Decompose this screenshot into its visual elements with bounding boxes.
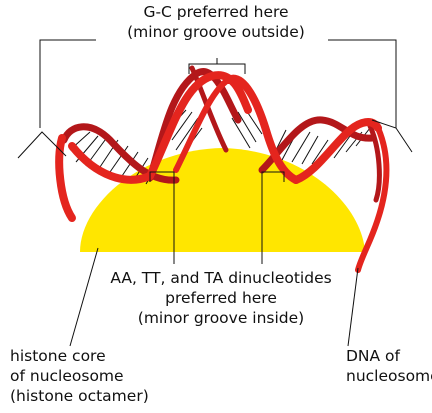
at-label-line-1: AA, TT, and TA dinucleotides xyxy=(96,268,346,288)
dna-label: DNA of nucleosome xyxy=(346,346,432,386)
dna-label-line-1: DNA of xyxy=(346,346,432,366)
core-label-line-1: histone core xyxy=(10,346,149,366)
histone-core-label: histone core of nucleosome (histone octa… xyxy=(10,346,149,406)
core-leader-line xyxy=(70,248,98,346)
gc-label-line-1: G-C preferred here xyxy=(116,2,316,22)
dna-leader-line xyxy=(348,268,358,346)
core-label-line-3: (histone octamer) xyxy=(10,386,149,406)
gc-preferred-label: G-C preferred here (minor groove outside… xyxy=(116,2,316,42)
at-label-line-3: (minor groove inside) xyxy=(96,308,346,328)
left-corner-bracket xyxy=(40,40,96,128)
at-preferred-label: AA, TT, and TA dinucleotides preferred h… xyxy=(96,268,346,328)
gc-label-line-2: (minor groove outside) xyxy=(116,22,316,42)
right-corner-bracket xyxy=(328,40,396,128)
dna-label-line-2: nucleosome xyxy=(346,366,432,386)
at-label-line-2: preferred here xyxy=(96,288,346,308)
core-label-line-2: of nucleosome xyxy=(10,366,149,386)
